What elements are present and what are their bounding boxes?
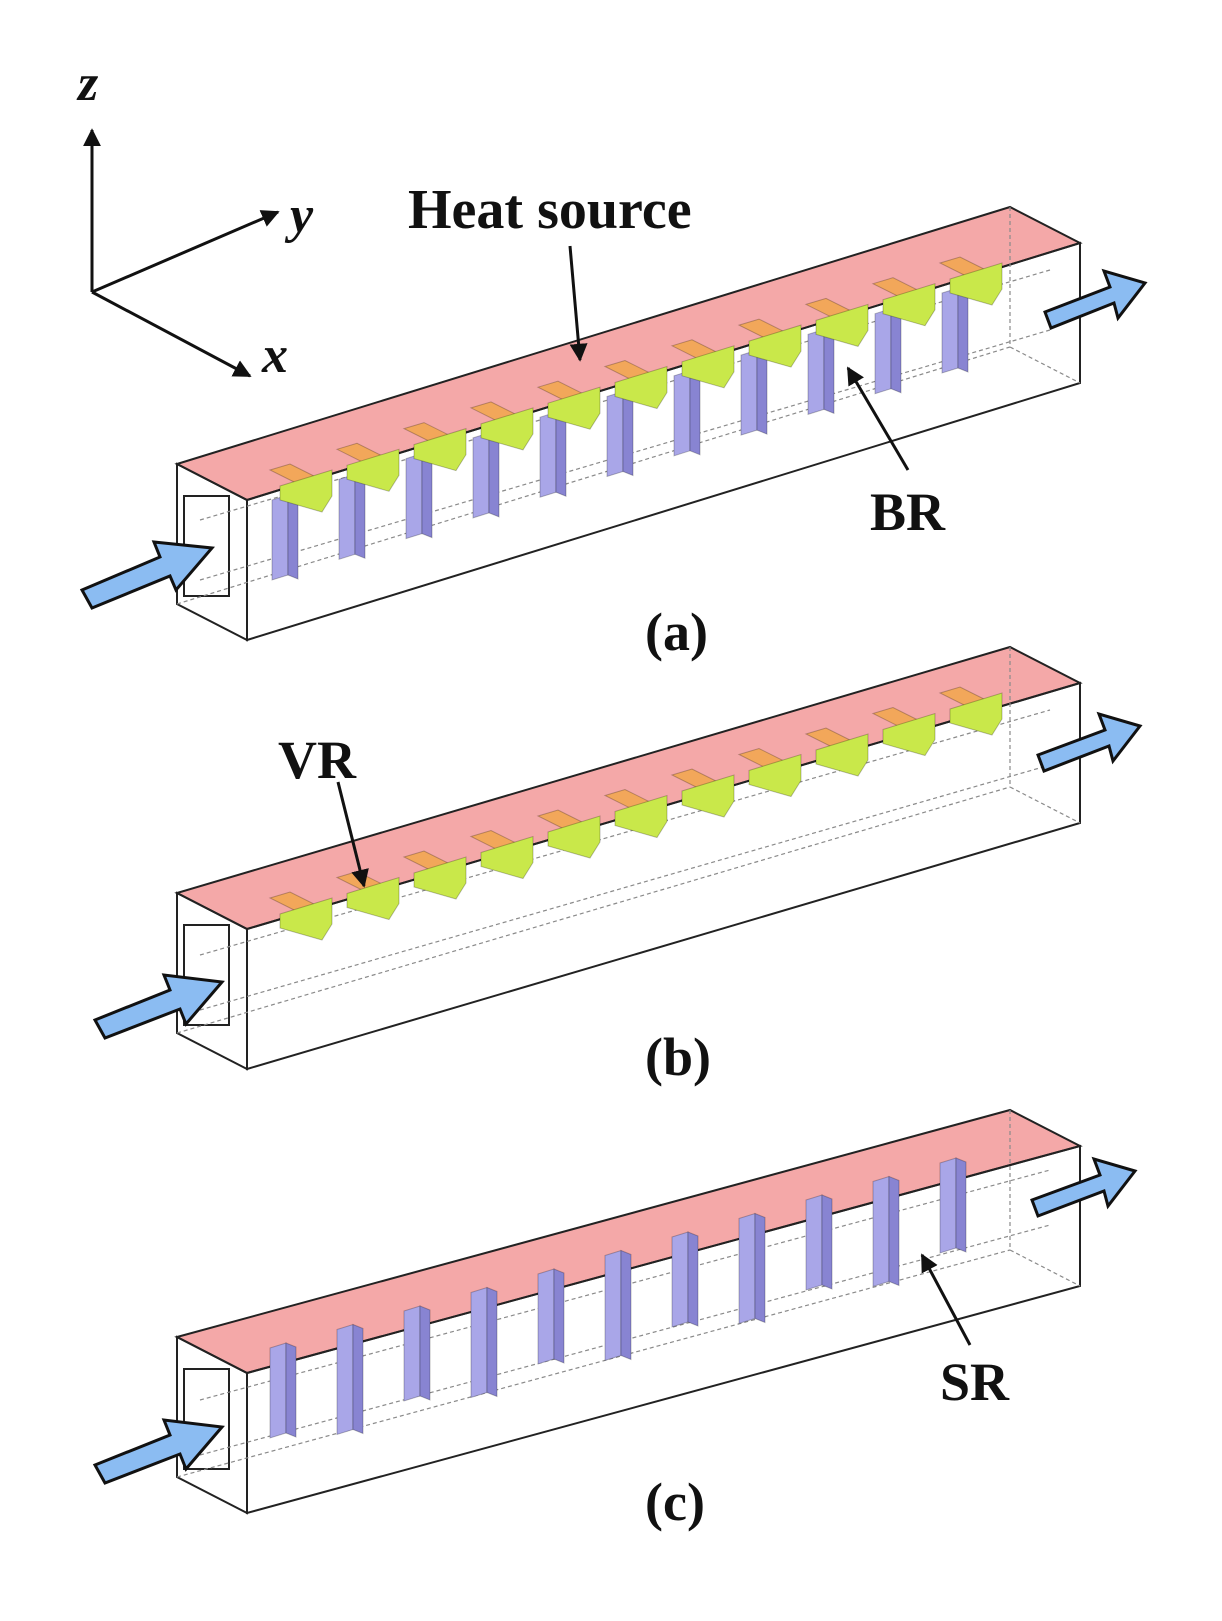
sr-rib-side: [823, 328, 835, 415]
sr-rib-face: [874, 308, 892, 395]
br-label: BR: [870, 482, 946, 542]
y-axis-label: y: [284, 187, 314, 244]
vr-rib-face: [949, 692, 1003, 736]
inlet-flow-arrow-icon: [92, 1418, 225, 1485]
outlet-flow-arrow-icon: [1036, 711, 1143, 773]
vr-rib-face: [815, 303, 869, 347]
sr-rib-side: [555, 411, 567, 497]
sr-rib-side: [888, 1175, 900, 1287]
panel-c-channel: SR (c): [92, 1108, 1138, 1532]
vr-rib-face: [949, 262, 1003, 306]
sr-ribs: [269, 1157, 967, 1439]
pointer-arrow-icon: [568, 245, 588, 362]
vr-rib-face: [279, 469, 333, 513]
sr-rib-face: [405, 452, 423, 540]
panel-a-channel: Heat source BR (a): [79, 179, 1148, 662]
sr-rib-face: [738, 1212, 756, 1325]
sr-rib-face: [472, 432, 490, 519]
sr-rib-side: [553, 1268, 565, 1364]
vr-rib-face: [815, 733, 869, 777]
sr-rib-side: [821, 1194, 833, 1290]
vr-rib-face: [614, 794, 668, 839]
sr-rib-side: [287, 494, 299, 580]
heat-source-label: Heat source: [408, 179, 692, 241]
sr-rib-side: [419, 1305, 431, 1401]
br-ribs: [268, 256, 1003, 581]
sr-rib-face: [740, 349, 758, 436]
vr-ribs: [268, 686, 1003, 941]
sr-rib-side: [352, 1323, 364, 1435]
inlet-flow-arrow-icon: [79, 540, 216, 610]
sr-rib-side: [890, 307, 902, 394]
vr-rib-face: [882, 712, 936, 757]
sr-rib-face: [604, 1249, 622, 1362]
coordinate-axes: z y x: [76, 55, 314, 384]
sr-rib-side: [756, 349, 768, 435]
vr-rib-face: [748, 753, 802, 798]
sr-label: SR: [940, 1352, 1010, 1412]
vr-rib-face: [614, 365, 668, 410]
vr-rib-face: [480, 835, 534, 880]
sr-rib-side: [622, 390, 634, 477]
sr-rib-face: [939, 1157, 957, 1254]
sr-rib-face: [606, 390, 624, 478]
sr-rib-face: [336, 1323, 354, 1436]
sr-rib-side: [421, 452, 433, 539]
panel-a-caption: (a): [645, 602, 708, 662]
sr-rib-face: [403, 1305, 421, 1402]
sr-rib-side: [957, 287, 969, 373]
inlet-flow-arrow-icon: [92, 973, 225, 1040]
vr-rib-face: [681, 345, 735, 389]
sr-rib-side: [955, 1157, 967, 1253]
sr-rib-side: [354, 473, 366, 560]
y-axis-icon: [91, 210, 280, 294]
sr-rib-face: [807, 328, 825, 416]
z-axis-label: z: [76, 55, 99, 112]
sr-rib-side: [285, 1342, 297, 1438]
sr-rib-face: [673, 370, 691, 457]
vr-rib-face: [346, 448, 400, 492]
panel-b-channel: VR (b): [92, 645, 1143, 1087]
sr-rib-side: [620, 1249, 632, 1361]
sr-rib-face: [269, 1342, 287, 1439]
sr-rib-face: [941, 287, 959, 374]
pointer-arrow-icon: [920, 1253, 972, 1346]
sr-rib-side: [689, 370, 701, 456]
pointer-arrow-icon: [336, 781, 369, 888]
sr-rib-side: [486, 1286, 498, 1398]
sr-rib-face: [338, 473, 356, 560]
vr-rib-face: [413, 856, 467, 900]
outlet-flow-arrow-icon: [1043, 268, 1148, 330]
outlet-flow-arrow-icon: [1030, 1156, 1138, 1218]
sr-rib-face: [872, 1175, 890, 1288]
vr-rib-face: [279, 897, 333, 941]
pointer-arrow-icon: [846, 366, 910, 471]
x-axis-icon: [91, 290, 252, 378]
vr-rib-face: [547, 815, 601, 859]
vr-rib-face: [748, 324, 802, 368]
panel-b-caption: (b): [645, 1027, 711, 1087]
sr-rib-face: [805, 1194, 823, 1291]
sr-rib-side: [687, 1231, 699, 1327]
vr-label: VR: [278, 730, 357, 790]
sr-rib-face: [470, 1286, 488, 1399]
vr-rib-face: [547, 386, 601, 430]
panel-c-caption: (c): [645, 1472, 705, 1532]
vr-rib-face: [480, 407, 534, 451]
sr-rib-face: [539, 411, 557, 498]
sr-rib-side: [488, 432, 500, 518]
vr-rib-face: [681, 774, 735, 818]
vr-rib-face: [346, 876, 400, 921]
vr-rib-face: [882, 283, 936, 327]
x-axis-label: x: [261, 327, 288, 384]
sr-rib-face: [271, 494, 289, 581]
sr-rib-face: [671, 1231, 689, 1328]
sr-rib-side: [754, 1212, 766, 1324]
sr-rib-face: [537, 1268, 555, 1365]
vr-rib-face: [413, 427, 467, 472]
